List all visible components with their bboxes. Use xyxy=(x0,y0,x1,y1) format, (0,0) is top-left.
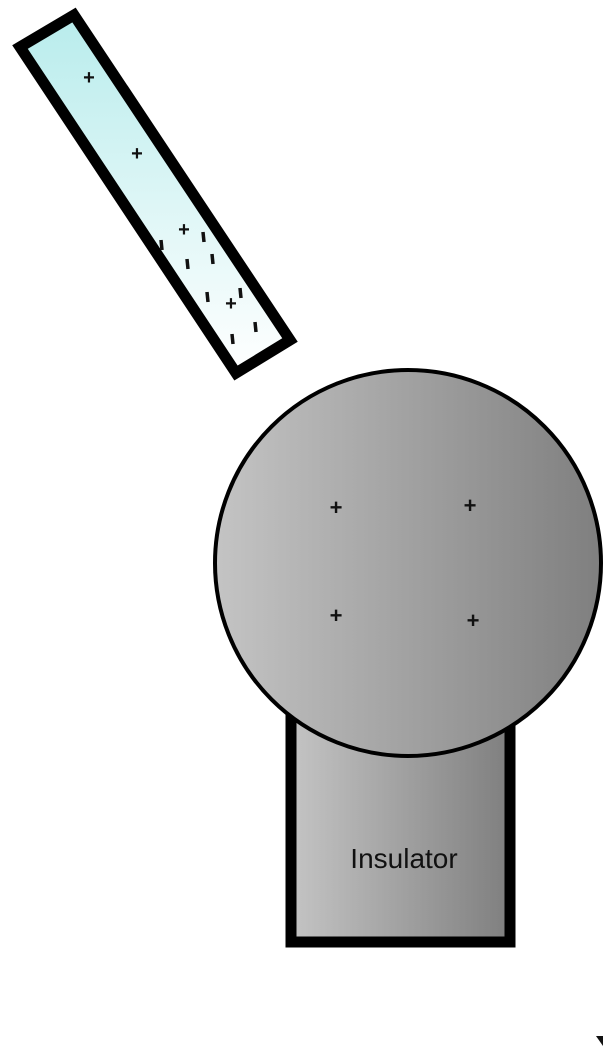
rod-minus-charge xyxy=(159,239,164,251)
metal-sphere: + + + + xyxy=(213,368,603,758)
charged-rod: + + + + xyxy=(12,7,298,381)
rod-minus-charge xyxy=(210,253,215,265)
sphere-body xyxy=(213,368,603,758)
rod-minus-charge xyxy=(253,321,258,333)
rod-plus-charge-2: + xyxy=(131,143,143,165)
sphere-plus-charge-3: + xyxy=(330,603,343,628)
sphere-plus-charge-2: + xyxy=(464,493,477,518)
rod-minus-charge xyxy=(238,287,243,299)
corner-artifact-mark xyxy=(596,1036,603,1046)
sphere-plus-charge-1: + xyxy=(330,495,343,520)
rod-minus-charge xyxy=(230,333,235,345)
insulator-label: Insulator xyxy=(350,843,457,874)
rod-minus-charge xyxy=(205,291,210,303)
rod-plus-charge-4: + xyxy=(225,293,237,315)
rod-plus-charge-1: + xyxy=(83,67,95,89)
sphere-plus-charge-4: + xyxy=(467,608,480,633)
rod-body xyxy=(12,7,298,381)
rod-minus-charge xyxy=(201,231,206,243)
rod-negative-charges xyxy=(159,231,258,345)
rod-minus-charge xyxy=(185,258,190,270)
rod-plus-charge-3: + xyxy=(178,219,190,241)
